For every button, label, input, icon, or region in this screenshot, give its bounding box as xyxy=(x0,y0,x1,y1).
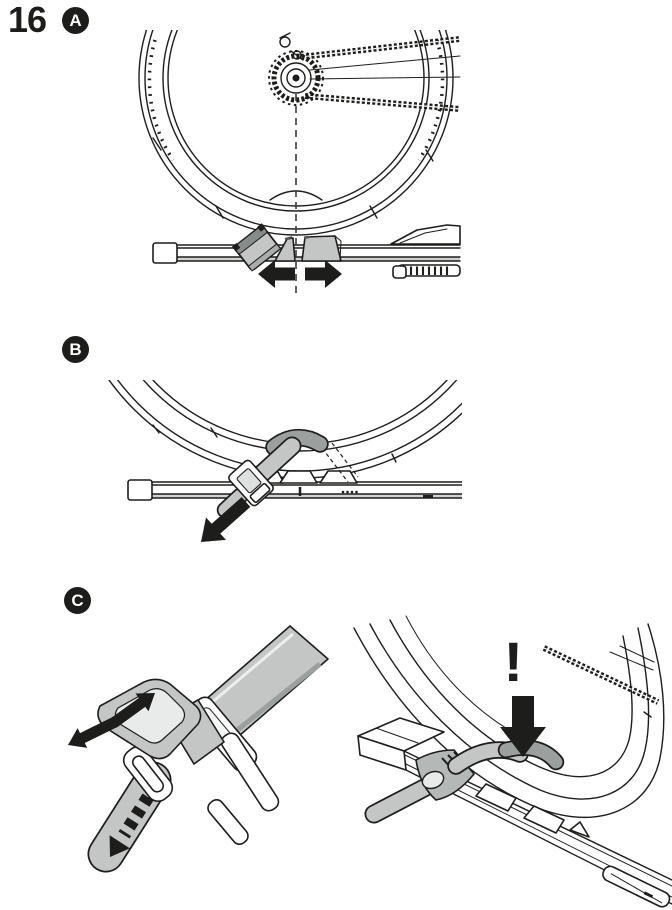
tray-latch xyxy=(602,865,671,908)
tray-end-cap xyxy=(152,242,178,264)
section-a-badge: A xyxy=(62,7,89,34)
tray-fin xyxy=(390,224,461,245)
tray-end-cap xyxy=(127,479,153,501)
section-b-badge: B xyxy=(62,336,89,363)
wheel-strap xyxy=(364,739,565,824)
arrow-right-icon xyxy=(305,260,342,288)
alignment-guides xyxy=(258,94,342,298)
wheel-strap xyxy=(231,223,342,272)
section-a-label: A xyxy=(69,11,82,30)
illustration-b-tighten-strap xyxy=(108,380,462,542)
arrow-pull-down-left-icon xyxy=(201,497,251,542)
tire-tread-right xyxy=(417,39,445,161)
wheel-tray xyxy=(127,470,462,501)
step-number: 16 xyxy=(8,0,47,40)
tire-tread-left xyxy=(147,39,175,161)
section-b-label: B xyxy=(69,340,82,359)
illustration-c-strap-on-tire xyxy=(353,615,672,908)
cassette-and-chain xyxy=(268,32,461,112)
wheel-tray xyxy=(357,717,672,908)
wheel-strap xyxy=(201,429,359,542)
arrow-open-lever-icon xyxy=(68,693,155,748)
strap-guide-hump xyxy=(475,783,517,812)
buckle-lever xyxy=(97,678,225,765)
arrow-press-down-icon xyxy=(500,696,546,757)
illustration-c-buckle-release xyxy=(68,625,329,873)
buckle-loop xyxy=(122,745,174,803)
arrow-left-icon xyxy=(258,260,295,288)
illustration-a-center-strap xyxy=(138,30,461,298)
strap-guide-hump xyxy=(279,470,318,484)
chain-and-stays xyxy=(542,645,660,705)
derailleur-pulley xyxy=(279,36,291,48)
section-c-badge: C xyxy=(64,587,91,614)
tire xyxy=(353,615,665,819)
section-c-label: C xyxy=(71,591,84,610)
strap-hidden-lines xyxy=(321,442,359,483)
arrow-pull-strap-dashed-icon xyxy=(109,793,154,857)
warning-exclamation: ! xyxy=(503,630,524,693)
strap-buckle xyxy=(228,459,274,507)
strap-buckle xyxy=(231,223,282,272)
